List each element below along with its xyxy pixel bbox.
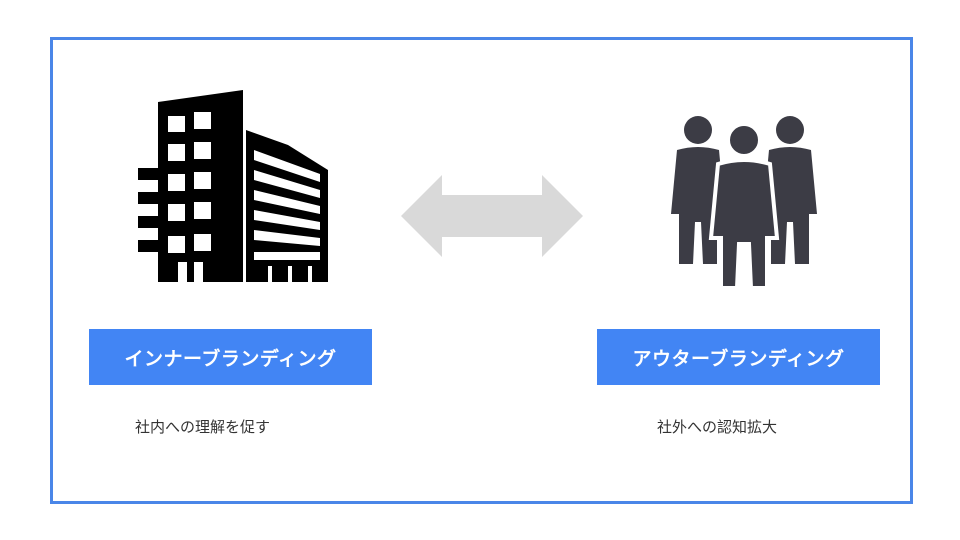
bidirectional-arrow-icon	[401, 175, 583, 257]
outer-branding-label: アウターブランディング	[597, 329, 880, 385]
office-building-icon	[138, 90, 328, 282]
group-of-people-icon	[671, 116, 817, 290]
outer-branding-caption: 社外への認知拡大	[657, 418, 778, 436]
inner-branding-label: インナーブランディング	[89, 329, 372, 385]
diagram-frame: インナーブランディング アウターブランディング 社内への理解を促す 社外への認知…	[50, 37, 913, 504]
inner-branding-caption: 社内への理解を促す	[135, 418, 271, 436]
